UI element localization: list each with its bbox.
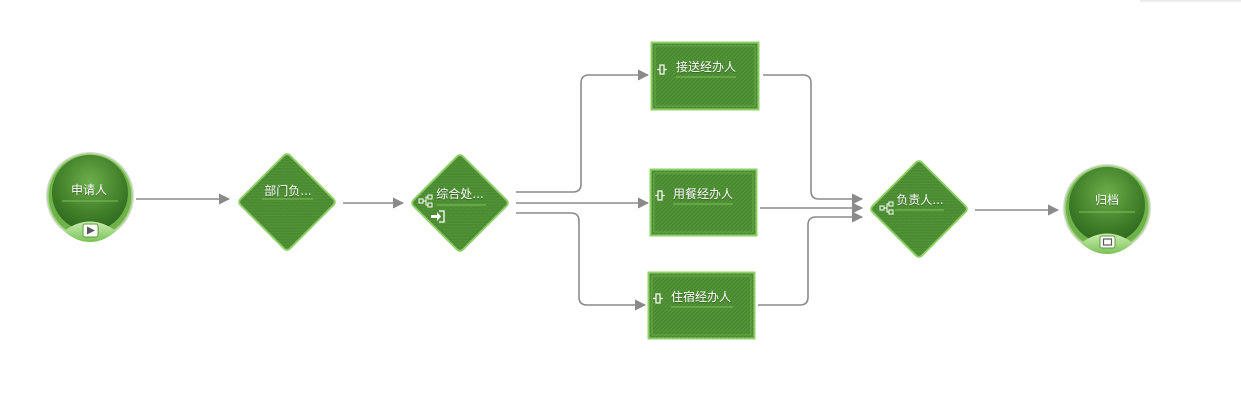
login-arrow-icon [431, 210, 445, 223]
meal-task[interactable] [649, 168, 758, 237]
transport-task-label: 接送经办人 [676, 60, 737, 74]
org-chart-icon [879, 201, 894, 215]
task-icon [655, 190, 665, 201]
dept-gateway-label: 部门负... [264, 184, 312, 198]
meal-task-label: 用餐经办人 [673, 187, 734, 201]
connector-general-to-lodging[interactable] [516, 212, 647, 311]
transport-task[interactable] [650, 41, 760, 111]
start-node[interactable] [46, 152, 134, 242]
connector-general-to-transport[interactable] [516, 69, 650, 193]
task-icon [657, 64, 667, 75]
connector-transport-to-owner[interactable] [763, 74, 864, 205]
stop-icon[interactable] [1099, 235, 1116, 249]
task-icon [653, 293, 663, 304]
end-node[interactable] [1063, 164, 1151, 254]
lodging-task[interactable] [647, 271, 756, 340]
play-icon[interactable] [82, 223, 99, 238]
start-node-label: 申请人 [70, 183, 108, 197]
owner-gateway-label: 负责人... [896, 193, 944, 207]
general-gateway[interactable] [411, 154, 510, 253]
dept-gateway[interactable] [238, 153, 337, 252]
end-node-label: 归档 [1094, 193, 1120, 207]
top-edge-shadow [1140, 0, 1241, 3]
connector-lodging-to-owner[interactable] [758, 211, 864, 306]
org-chart-icon [418, 194, 433, 208]
general-gateway-label: 综合处... [436, 187, 484, 201]
lodging-task-label: 住宿经办人 [671, 290, 732, 304]
owner-gateway[interactable] [870, 160, 969, 259]
